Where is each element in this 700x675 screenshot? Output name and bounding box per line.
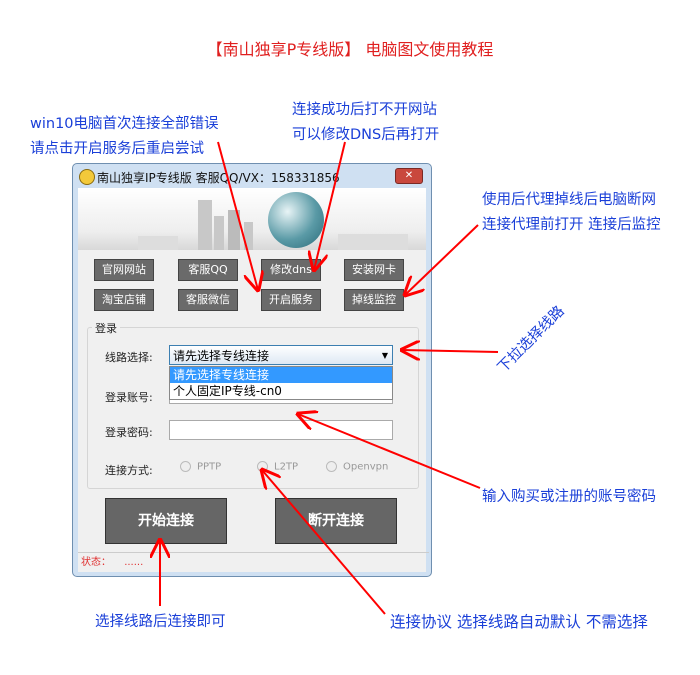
disconnect-monitor-button[interactable]: 掉线监控 <box>344 289 404 311</box>
route-dropdown-list: 请先选择专线连接 个人固定IP专线-cn0 <box>169 366 393 400</box>
start-service-button[interactable]: 开启服务 <box>261 289 321 311</box>
route-option[interactable]: 请先选择专线连接 <box>170 367 392 383</box>
note-dns-line1: 连接成功后打不开网站 <box>292 102 437 118</box>
login-group <box>87 327 419 489</box>
website-button[interactable]: 官网网站 <box>94 259 154 281</box>
close-button[interactable]: ✕ <box>395 168 423 184</box>
arrow-to-start-service <box>217 141 258 290</box>
note-win10: win10电脑首次连接全部错误 请点击开启服务后重启尝试 <box>30 112 219 162</box>
start-connect-button[interactable]: 开始连接 <box>105 498 227 544</box>
arrow-to-route-select <box>402 350 499 352</box>
note-monitor-line2: 连接代理前打开 连接后监控 <box>482 217 661 233</box>
page-title: 【南山独享P专线版】 电脑图文使用教程 <box>206 40 494 59</box>
install-adapter-button[interactable]: 安装网卡 <box>344 259 404 281</box>
note-protocol: 连接协议 选择线路自动默认 不需选择 <box>390 613 648 631</box>
window-title: 南山独享IP专线版 客服QQ/VX：158331856 <box>97 171 340 185</box>
method-label: 连接方式: <box>105 464 153 477</box>
note-win10-line2: 请点击开启服务后重启尝试 <box>30 141 204 157</box>
note-monitor-line1: 使用后代理掉线后电脑断网 <box>482 192 656 208</box>
client-area: 官网网站 客服QQ 修改dns 安装网卡 淘宝店铺 客服微信 开启服务 掉线监控… <box>78 188 429 573</box>
radio-pptp-label: PPTP <box>197 461 222 473</box>
note-dns: 连接成功后打不开网站 可以修改DNS后再打开 <box>292 98 439 148</box>
note-connect: 选择线路后连接即可 <box>95 614 226 630</box>
city-globe-banner <box>78 188 426 250</box>
password-label: 登录密码: <box>105 426 153 439</box>
status-label: 状态： <box>81 557 111 568</box>
support-wechat-button[interactable]: 客服微信 <box>178 289 238 311</box>
disconnect-button[interactable]: 断开连接 <box>275 498 397 544</box>
note-dns-line2: 可以修改DNS后再打开 <box>292 127 440 143</box>
route-option[interactable]: 个人固定IP专线-cn0 <box>173 384 282 398</box>
title-bar: 南山独享IP专线版 客服QQ/VX：158331856 ✕ <box>73 164 431 188</box>
taobao-store-button[interactable]: 淘宝店铺 <box>94 289 154 311</box>
note-monitor: 使用后代理掉线后电脑断网 连接代理前打开 连接后监控 <box>482 188 661 238</box>
radio-l2tp-label: L2TP <box>274 461 299 473</box>
modify-dns-button[interactable]: 修改dns <box>261 259 321 281</box>
password-field[interactable] <box>169 420 393 440</box>
route-select[interactable]: 请先选择专线连接 ▼ <box>169 345 393 365</box>
arrow-to-account <box>298 414 481 489</box>
login-group-label: 登录 <box>92 320 120 336</box>
support-qq-button[interactable]: 客服QQ <box>178 259 238 281</box>
status-value: ...... <box>124 557 144 568</box>
route-select-value: 请先选择专线连接 <box>173 349 270 363</box>
globe-icon <box>268 192 324 248</box>
note-account: 输入购买或注册的账号密码 <box>482 489 656 505</box>
arrow-to-modify-dns <box>314 141 346 270</box>
route-label: 线路选择: <box>105 351 153 364</box>
status-bar: 状态： ...... <box>78 552 429 573</box>
chevron-down-icon: ▼ <box>381 351 388 360</box>
note-win10-line1: win10电脑首次连接全部错误 <box>30 116 219 132</box>
arrow-to-protocol <box>262 470 386 615</box>
radio-openvpn[interactable]: Openvpn <box>326 461 388 473</box>
arrow-to-monitor <box>405 224 479 295</box>
account-label: 登录账号: <box>105 391 153 404</box>
app-smiley-icon <box>79 169 95 185</box>
radio-pptp[interactable]: PPTP <box>180 461 221 473</box>
radio-openvpn-label: Openvpn <box>343 461 389 473</box>
app-window: 南山独享IP专线版 客服QQ/VX：158331856 ✕ 官网网站 客服QQ … <box>72 163 432 577</box>
